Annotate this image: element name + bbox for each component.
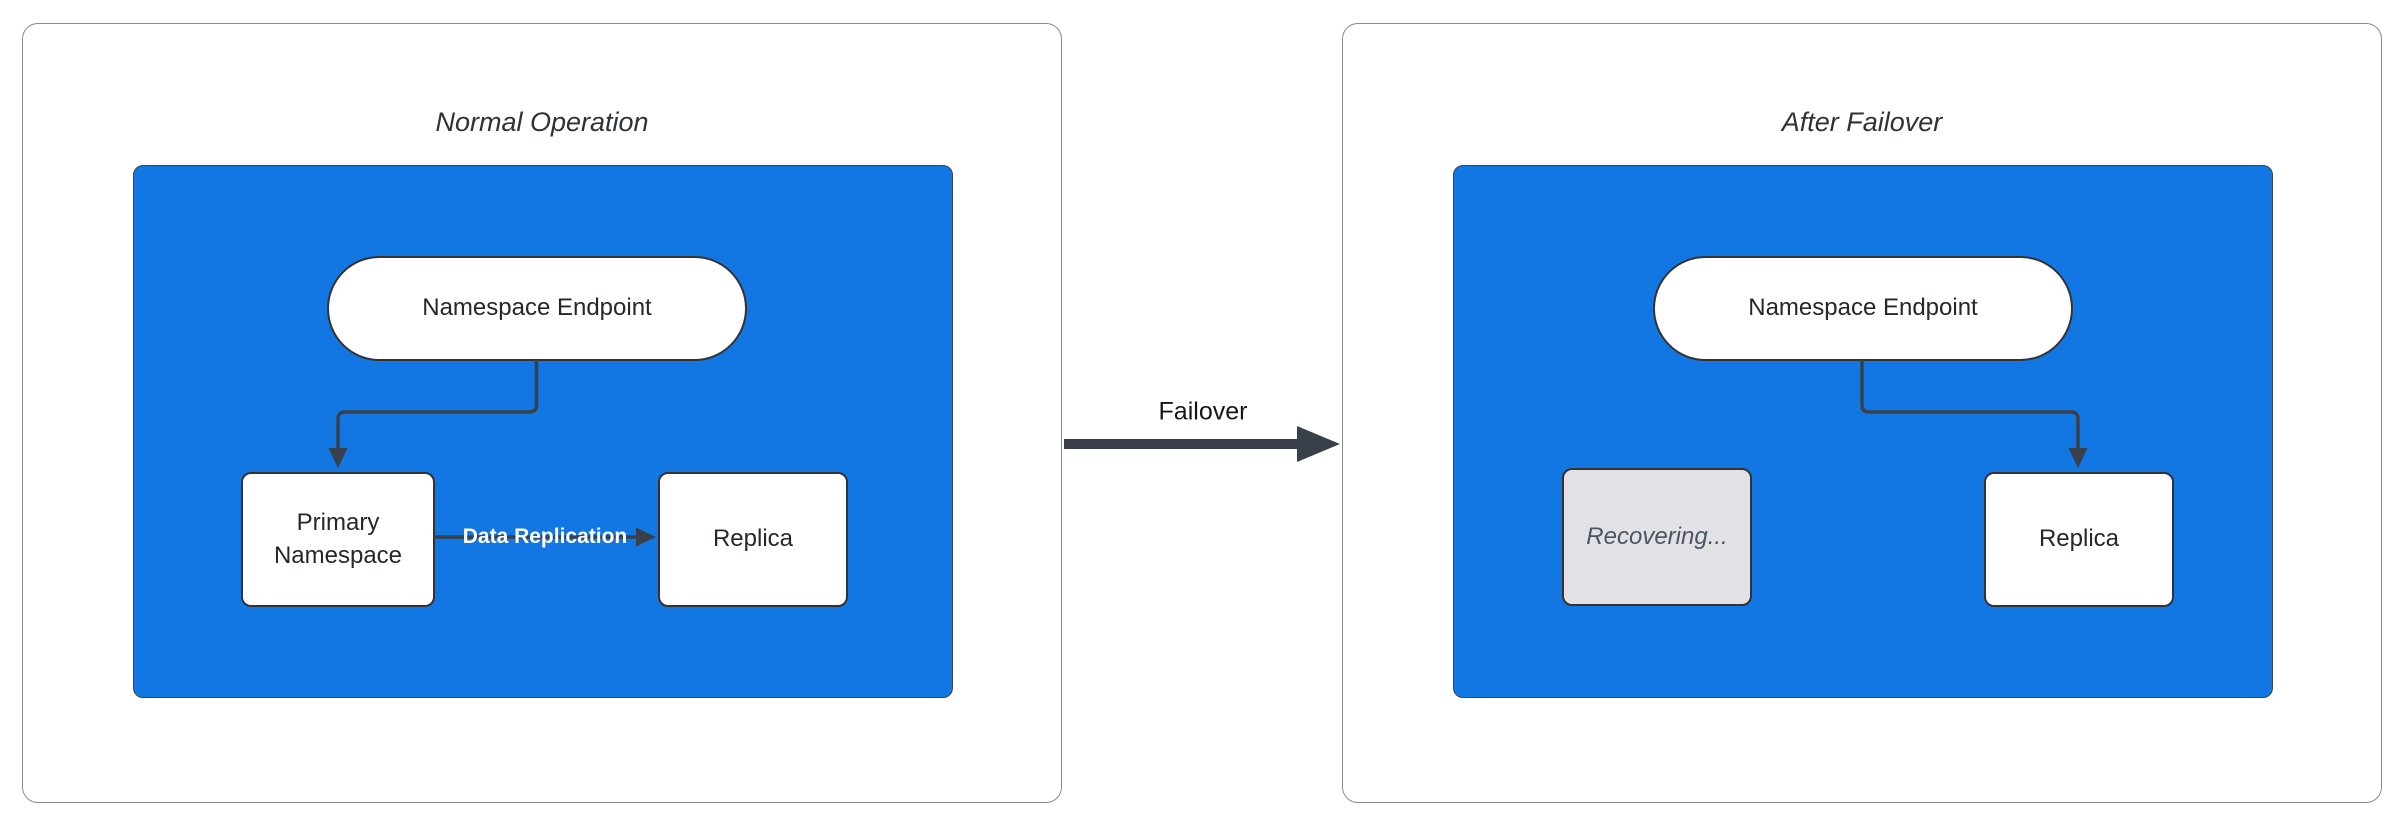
node-recovering: Recovering... [1562, 468, 1752, 606]
edge-label-failover: Failover [1158, 397, 1248, 426]
panel-title-normal-operation: Normal Operation [435, 107, 649, 137]
node-label-namespace-endpoint-failover: Namespace Endpoint [1748, 294, 1978, 322]
node-label-recovering: Recovering... [1586, 522, 1728, 550]
panel-after-failover: After Failover Namespace Endpoint Recove… [1342, 23, 2382, 803]
edge-label-data-replication: Data Replication [462, 525, 628, 548]
arrow-failover [1064, 426, 1340, 462]
node-label-replica-normal: Replica [712, 525, 794, 553]
panel-title-after-failover: After Failover [1781, 107, 1943, 137]
node-label-namespace-endpoint-normal: Namespace Endpoint [422, 294, 652, 322]
panel-normal-operation: Normal Operation Namespace Endpoint Prim… [22, 23, 1062, 803]
namespace-container-failover [1453, 165, 2273, 698]
node-namespace-endpoint-normal: Namespace Endpoint [327, 256, 747, 361]
node-namespace-endpoint-failover: Namespace Endpoint [1653, 256, 2073, 361]
node-label-replica-failover: Replica [2038, 525, 2120, 553]
node-primary-namespace: Primary Namespace [241, 472, 435, 607]
node-replica-normal: Replica [658, 472, 848, 607]
node-replica-failover: Replica [1984, 472, 2174, 607]
arrowhead-failover [1297, 426, 1340, 462]
namespace-container-normal [133, 165, 953, 698]
node-label-primary-namespace: Primary Namespace [273, 509, 403, 569]
